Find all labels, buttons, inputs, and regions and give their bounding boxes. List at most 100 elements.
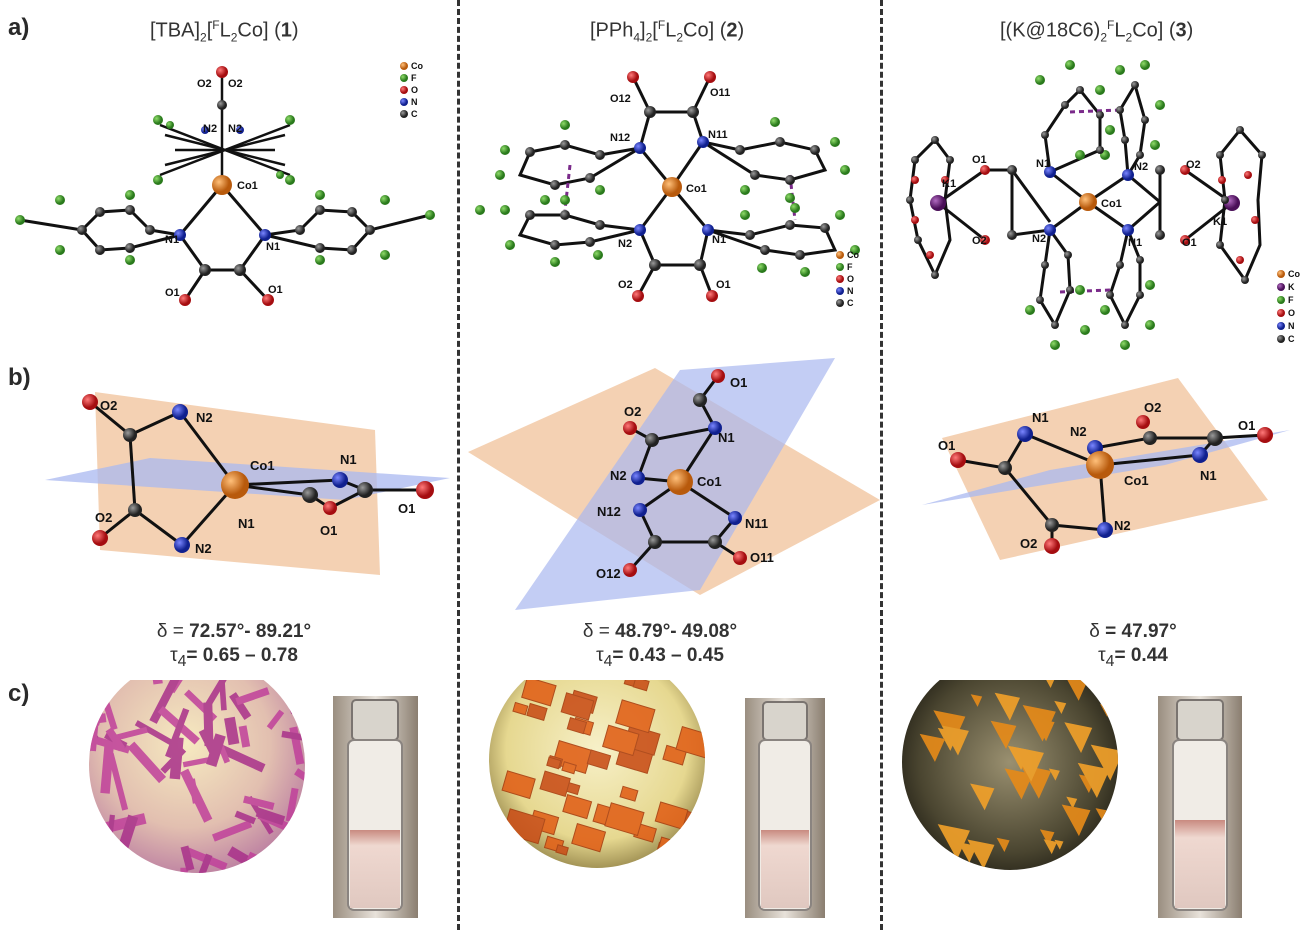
svg-text:N1: N1 (266, 241, 280, 253)
svg-text:O: O (411, 85, 418, 95)
svg-text:O1: O1 (1182, 237, 1197, 249)
svg-text:N2: N2 (1070, 424, 1087, 439)
svg-text:O1: O1 (1238, 418, 1255, 433)
svg-text:F: F (1288, 295, 1294, 305)
svg-text:N2: N2 (228, 123, 242, 135)
svg-text:O2: O2 (618, 279, 633, 291)
svg-text:O1: O1 (268, 284, 283, 296)
crystal-fragment (555, 844, 569, 856)
legend-compound-3: Co K F O N C (1277, 269, 1300, 344)
crystal-fragment (1033, 717, 1055, 742)
svg-text:O1: O1 (398, 501, 415, 516)
crystal-photo-1 (89, 680, 305, 873)
svg-text:N2: N2 (1032, 233, 1046, 245)
svg-text:N2: N2 (203, 123, 217, 135)
crystal-fragment (89, 821, 91, 853)
svg-text:O1: O1 (730, 375, 747, 390)
labels-compound-3: O1 N1 N2 O2 K1 Co1 K1 O2 N2 N1 O1 (942, 154, 1227, 249)
vial-photo-1 (333, 696, 418, 918)
svg-text:N1: N1 (165, 234, 179, 246)
crystal-fragment (571, 823, 607, 853)
crystal-fragment (127, 741, 167, 784)
crystal-fragment (180, 845, 195, 871)
svg-text:N: N (411, 97, 418, 107)
svg-text:N2: N2 (195, 541, 212, 556)
svg-text:N12: N12 (597, 504, 621, 519)
crystal-fragment (243, 795, 275, 810)
svg-text:K: K (1288, 282, 1295, 292)
crystal-fragment (229, 692, 252, 720)
crystal-fragment (561, 761, 577, 775)
photos-row-c (89, 680, 1242, 918)
svg-text:O1: O1 (972, 154, 987, 166)
svg-text:O2: O2 (95, 510, 112, 525)
crystal-fragment (990, 720, 1017, 750)
crystal-fragment (1054, 700, 1067, 715)
crystal-fragment (1054, 839, 1064, 850)
crystal-fragment (546, 756, 562, 770)
svg-text:N1: N1 (712, 234, 726, 246)
crystal-fragment (1042, 680, 1057, 689)
crystal-fragment (285, 787, 299, 822)
svg-text:O2: O2 (228, 78, 243, 90)
svg-text:N2: N2 (1114, 518, 1131, 533)
svg-text:F: F (847, 262, 853, 272)
crystal-fragment (294, 768, 305, 787)
svg-text:F: F (411, 73, 417, 83)
crystal-fragment (501, 770, 536, 800)
crystal-fragment (203, 702, 214, 747)
crystal-fragment (657, 836, 683, 858)
crystal-fragment (682, 826, 703, 844)
column-divider-2 (880, 0, 883, 930)
crystal-fragment (242, 858, 260, 873)
crystal-fragment (238, 725, 251, 748)
crystal-fragment (1100, 849, 1117, 867)
crystal-fragment (619, 785, 639, 802)
svg-text:Co1: Co1 (1101, 198, 1122, 210)
crystal-fragment (1043, 839, 1058, 855)
labels-compound-2: O12 O11 N12 N11 Co1 N2 N1 O2 O1 (610, 87, 731, 291)
crystal-fragment (967, 839, 995, 870)
crystal-fragment (266, 709, 285, 730)
svg-text:N1: N1 (1128, 237, 1142, 249)
svg-text:O1: O1 (320, 523, 337, 538)
atoms-compound-1 (15, 66, 435, 306)
svg-text:Co: Co (1288, 269, 1300, 279)
svg-text:O12: O12 (596, 566, 621, 581)
crystal-fragment (89, 845, 114, 867)
title-compound-1: [TBA]2[FL2Co] (1) (150, 18, 299, 45)
crystal-fragment (114, 726, 148, 741)
crystal-fragment (994, 692, 1020, 721)
metrics-compound-3: δ = 47.97° τ4= 0.44 (1089, 621, 1177, 670)
atoms-compound-2 (475, 71, 860, 302)
svg-text:Co1: Co1 (1124, 473, 1149, 488)
svg-text:Co1: Co1 (250, 458, 275, 473)
metrics-compound-2: δ = 48.79°- 49.08° τ4= 0.43 – 0.45 (582, 621, 738, 670)
svg-text:N2: N2 (618, 238, 632, 250)
svg-text:O2: O2 (1020, 536, 1037, 551)
plane-diagram-3: N1 O2 O1 N2 O1 Co1 N1 N2 O2 (922, 378, 1290, 560)
svg-text:N1: N1 (1200, 468, 1217, 483)
crystal-fragment (94, 858, 108, 873)
crystal-fragment (1007, 745, 1030, 771)
svg-text:Co1: Co1 (697, 474, 722, 489)
svg-text:C: C (847, 298, 854, 308)
svg-text:O1: O1 (938, 438, 955, 453)
svg-text:O1: O1 (165, 287, 180, 299)
vial-photo-3 (1158, 696, 1242, 918)
svg-text:N1: N1 (1036, 158, 1050, 170)
crystal-fragment (235, 687, 270, 706)
svg-text:N1: N1 (718, 430, 735, 445)
planes-row-b: O2 N2 Co1 N1 N1 O1 O1 O2 N2 (45, 358, 1290, 610)
crystal-fragment (247, 854, 283, 873)
svg-text:K1: K1 (942, 178, 956, 190)
crystal-fragment (1048, 768, 1060, 781)
svg-text:N1: N1 (238, 516, 255, 531)
title-compound-2: [PPh4]2[FL2Co] (2) (590, 18, 745, 45)
crystal-fragment (1061, 804, 1091, 837)
crystal-fragment (1039, 829, 1055, 846)
crystal-fragment (234, 810, 256, 825)
crystal-fragment (198, 853, 213, 873)
crystal-fragment (165, 707, 190, 759)
svg-text:N2: N2 (1134, 161, 1148, 173)
